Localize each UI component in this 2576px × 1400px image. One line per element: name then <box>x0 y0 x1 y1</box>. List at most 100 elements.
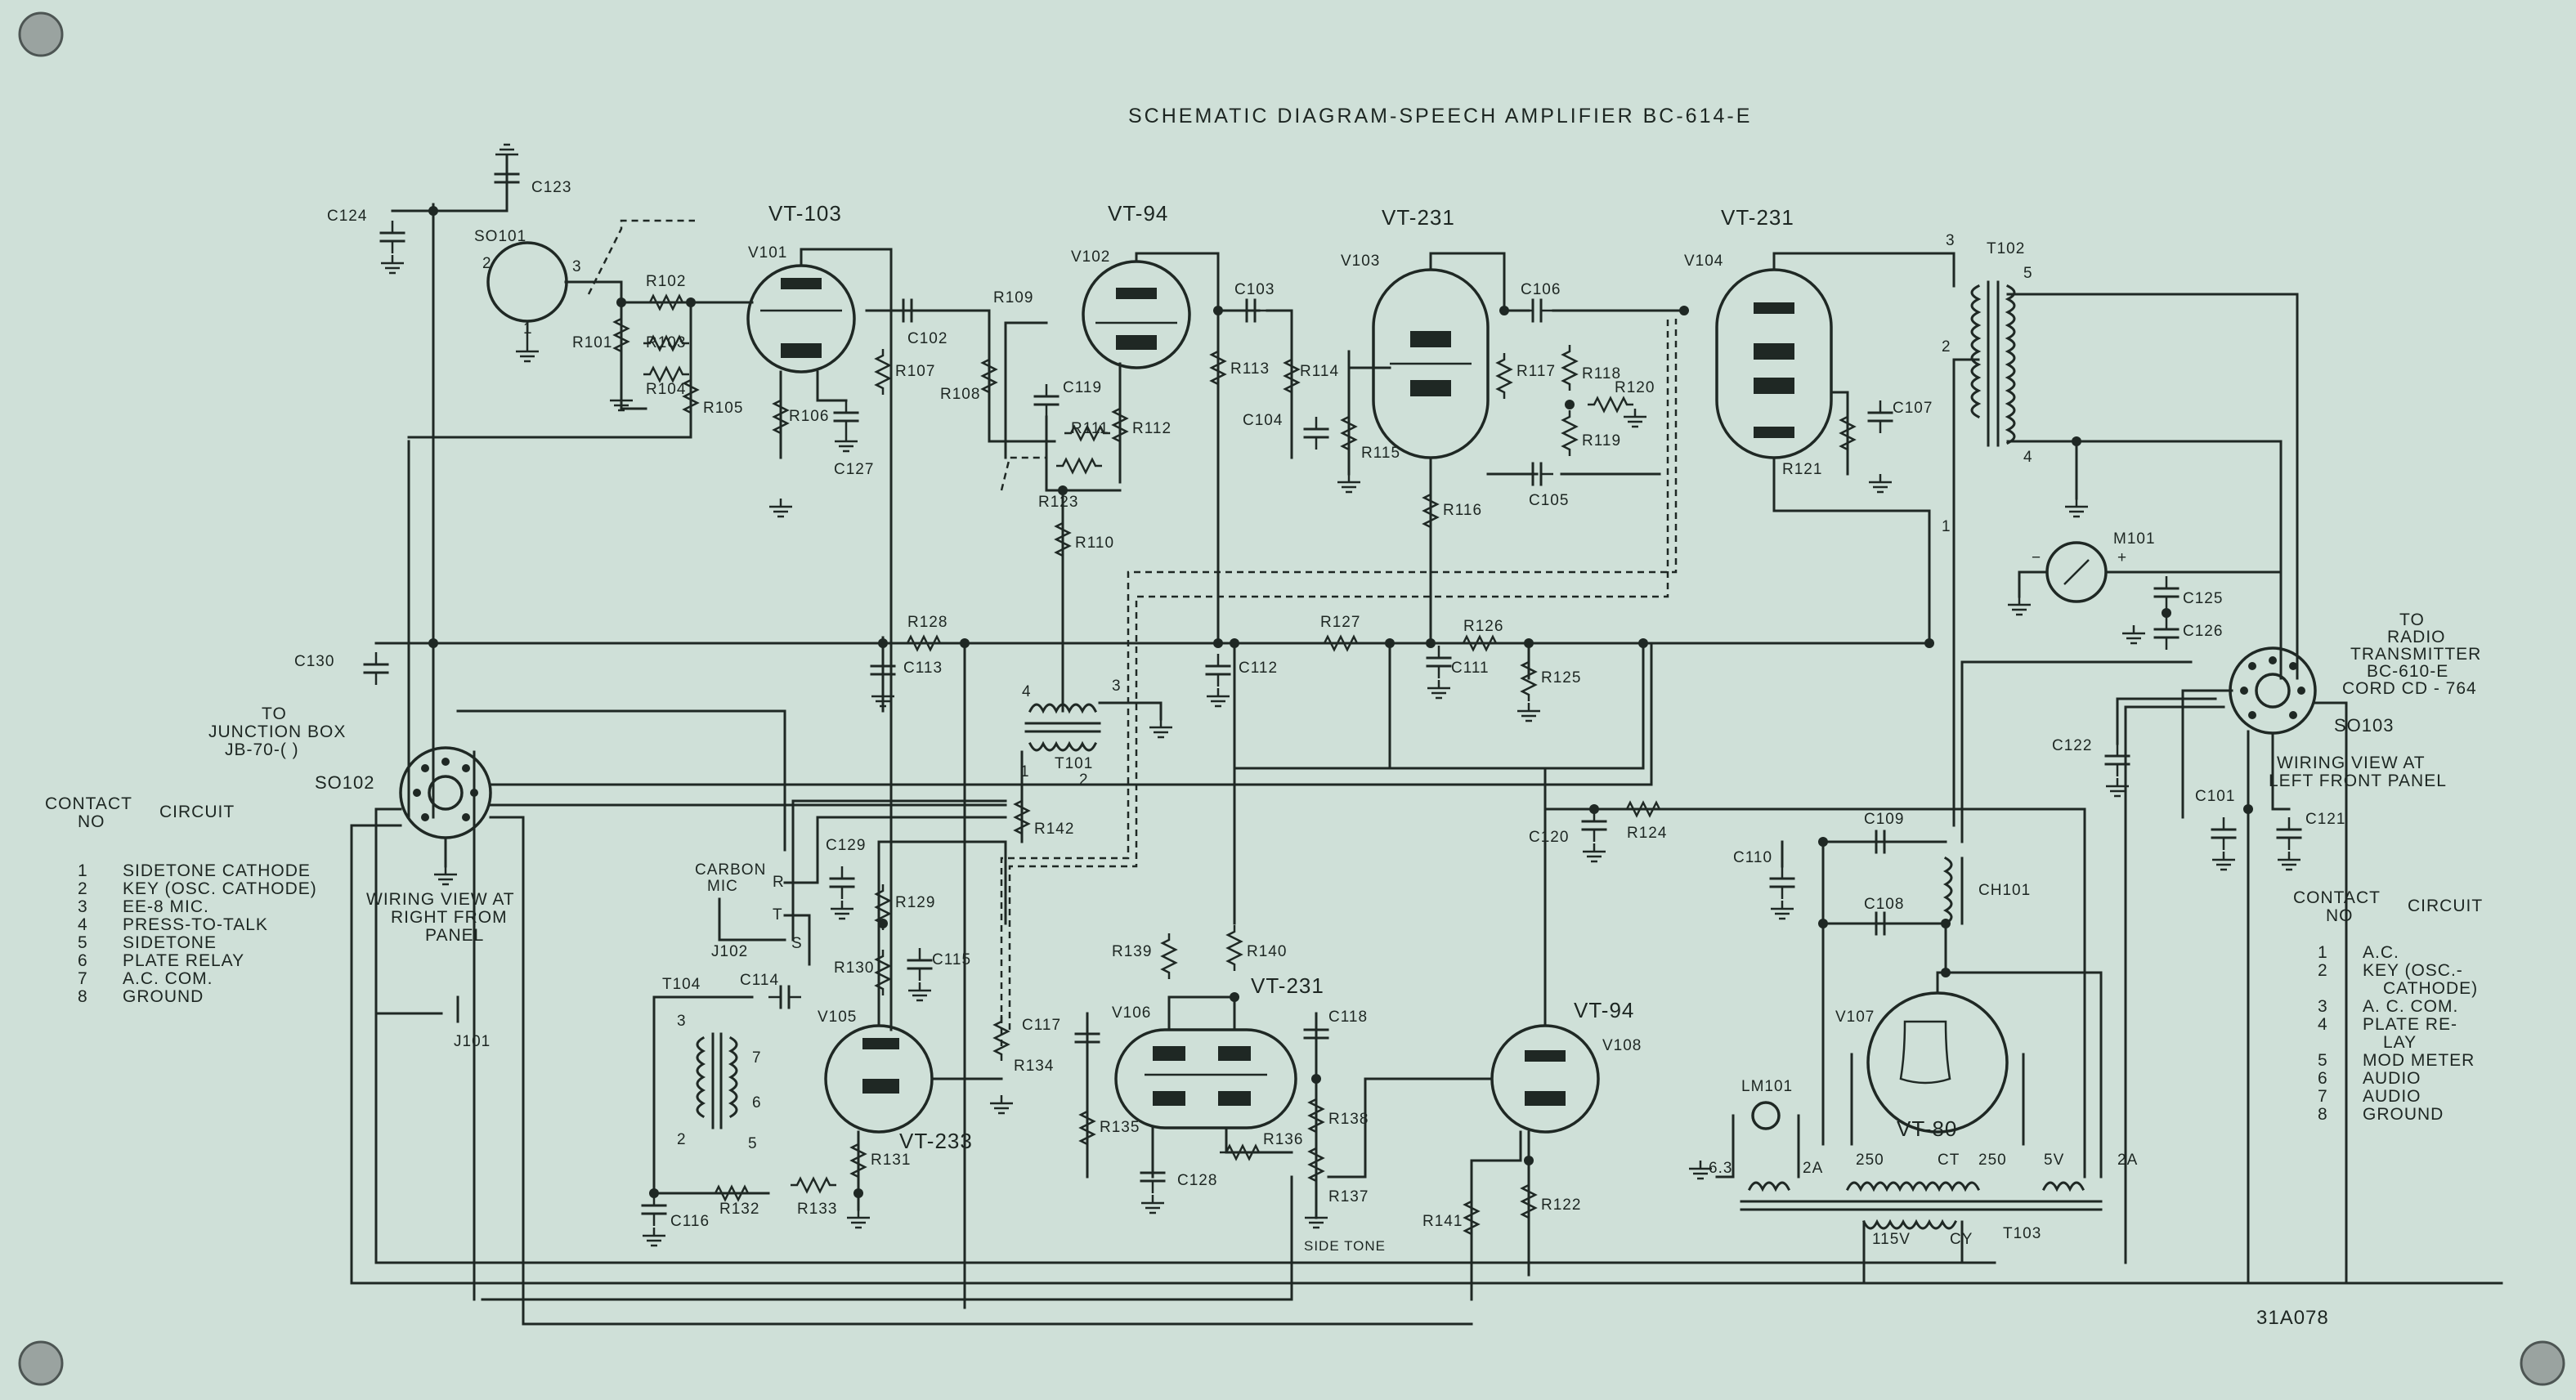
svg-text:TO: TO <box>2399 611 2425 629</box>
left-legend-no-4: 4 <box>78 915 88 934</box>
svg-text:R116: R116 <box>1443 502 1482 519</box>
svg-text:C109: C109 <box>1864 811 1904 828</box>
svg-text:3: 3 <box>1946 232 1956 249</box>
svg-text:CATHODE): CATHODE) <box>2383 979 2478 998</box>
drawing-number: 31A078 <box>2256 1307 2329 1329</box>
right-legend-circuit-6: AUDIO <box>2363 1069 2421 1088</box>
v104-label: VT-231 <box>1721 205 1794 230</box>
svg-text:C127: C127 <box>834 461 874 478</box>
right-legend-header-circuit: CIRCUIT <box>2408 897 2483 915</box>
svg-text:R114: R114 <box>1300 363 1339 380</box>
svg-text:R109: R109 <box>993 289 1033 306</box>
svg-text:C112: C112 <box>1239 660 1278 677</box>
svg-text:5: 5 <box>748 1135 758 1152</box>
left-legend-circuit-8: GROUND <box>123 987 204 1006</box>
svg-text:R117: R117 <box>1516 363 1556 380</box>
svg-text:3: 3 <box>677 1013 687 1030</box>
svg-text:PANEL: PANEL <box>425 926 484 945</box>
svg-text:C115: C115 <box>932 951 971 968</box>
svg-text:R126: R126 <box>1463 618 1503 635</box>
left-legend-no-8: 8 <box>78 987 88 1006</box>
side-tone-label: SIDE TONE <box>1304 1238 1386 1254</box>
right-legend-no-2: 2 <box>2318 961 2328 980</box>
svg-text:R141: R141 <box>1422 1213 1463 1230</box>
svg-text:R125: R125 <box>1541 669 1581 687</box>
right-legend-no-4: 4 <box>2318 1015 2328 1034</box>
t103-tap-ct: CT <box>1938 1152 1960 1169</box>
svg-text:CORD CD - 764: CORD CD - 764 <box>2342 679 2477 698</box>
svg-text:R102: R102 <box>646 273 686 290</box>
svg-text:T102: T102 <box>1987 240 2025 257</box>
svg-text:JB-70-( ): JB-70-( ) <box>225 740 299 759</box>
svg-text:RIGHT FROM: RIGHT FROM <box>391 908 508 927</box>
svg-text:C110: C110 <box>1733 849 1772 866</box>
svg-text:R121: R121 <box>1782 461 1822 478</box>
svg-text:V104: V104 <box>1684 253 1723 270</box>
svg-text:TRANSMITTER: TRANSMITTER <box>2350 645 2481 664</box>
carbon-mic-label-2: MIC <box>707 878 738 895</box>
svg-text:V103: V103 <box>1341 253 1380 270</box>
svg-text:T101: T101 <box>1055 755 1093 772</box>
left-legend-circuit-3: EE-8 MIC. <box>123 897 209 916</box>
svg-text:R140: R140 <box>1247 943 1287 960</box>
t103-tap-250-right: 250 <box>1978 1152 2007 1169</box>
v108-label: VT-94 <box>1574 998 1634 1022</box>
left-legend-no-5: 5 <box>78 933 88 952</box>
svg-text:4: 4 <box>1022 683 1032 700</box>
svg-text:SO101: SO101 <box>474 228 526 245</box>
svg-text:R112: R112 <box>1132 420 1172 437</box>
screw-bottom-right <box>2520 1340 2565 1386</box>
svg-text:−: − <box>2032 549 2041 566</box>
svg-text:LEFT FRONT PANEL: LEFT FRONT PANEL <box>2269 772 2447 790</box>
v102-tube <box>1082 260 1191 369</box>
left-legend-no-2: 2 <box>78 879 88 898</box>
svg-text:R103: R103 <box>646 334 686 351</box>
svg-text:R139: R139 <box>1112 943 1152 960</box>
svg-text:R128: R128 <box>907 614 948 631</box>
radio-transmitter-label: TO RADIO TRANSMITTER BC-610-E CORD CD - … <box>2342 611 2481 698</box>
svg-text:J102: J102 <box>711 943 748 960</box>
svg-text:2: 2 <box>1079 772 1089 789</box>
bus-wiring <box>350 203 2503 1326</box>
svg-text:LAY: LAY <box>2383 1033 2417 1052</box>
svg-text:R: R <box>773 874 785 891</box>
left-legend-circuit-1: SIDETONE CATHODE <box>123 861 311 880</box>
svg-text:6: 6 <box>752 1094 762 1112</box>
svg-text:R113: R113 <box>1230 360 1270 378</box>
v101-label: VT-103 <box>768 201 842 226</box>
svg-text:R115: R115 <box>1361 445 1400 462</box>
left-legend-circuit-2: KEY (OSC. CATHODE) <box>123 879 317 898</box>
right-legend-no-1: 1 <box>2318 943 2328 962</box>
svg-text:LM101: LM101 <box>1741 1078 1793 1095</box>
svg-text:R106: R106 <box>789 408 829 425</box>
right-legend-circuit-8: GROUND <box>2363 1105 2444 1124</box>
left-legend-no-3: 3 <box>78 897 88 916</box>
power-supply: C120 R124 C109 C108 C110 CH101 VT-80 V10… <box>1529 801 2137 1285</box>
svg-text:R119: R119 <box>1582 432 1621 450</box>
left-contact-legend: CONTACT NO CIRCUIT 1 SIDETONE CATHODE 2 … <box>45 794 317 1006</box>
t103-tap-5v: 5V <box>2044 1152 2064 1169</box>
left-legend-header-circuit: CIRCUIT <box>159 803 235 821</box>
left-legend-circuit-4: PRESS-TO-TALK <box>123 915 268 934</box>
svg-text:V108: V108 <box>1602 1037 1642 1054</box>
svg-text:R120: R120 <box>1615 379 1655 396</box>
svg-text:3: 3 <box>1112 678 1122 695</box>
right-legend-no-6: 6 <box>2318 1069 2328 1088</box>
right-legend-circuit-2: KEY (OSC.- <box>2363 961 2463 980</box>
right-legend-circuit-4: PLATE RE- <box>2363 1015 2457 1034</box>
svg-text:2: 2 <box>1942 338 1951 356</box>
m101-meter: M101 −+ C125 C126 <box>2006 530 2283 680</box>
left-legend-circuit-5: SIDETONE <box>123 933 217 952</box>
left-legend-no-1: 1 <box>78 861 88 880</box>
j102-mic-jack: CARBON MIC R T S J102 C129 <box>695 799 1007 966</box>
svg-text:C108: C108 <box>1864 896 1904 913</box>
svg-text:R136: R136 <box>1263 1131 1303 1148</box>
left-legend-circuit-6: PLATE RELAY <box>123 951 244 970</box>
v103-stage: R114 C104 VT-231 V103 C106 R117 R115 R11… <box>1243 205 1686 700</box>
svg-text:C111: C111 <box>1451 660 1490 677</box>
svg-text:T: T <box>773 906 783 924</box>
svg-text:C122: C122 <box>2052 737 2092 754</box>
right-legend-header-contact: CONTACT <box>2293 888 2381 907</box>
